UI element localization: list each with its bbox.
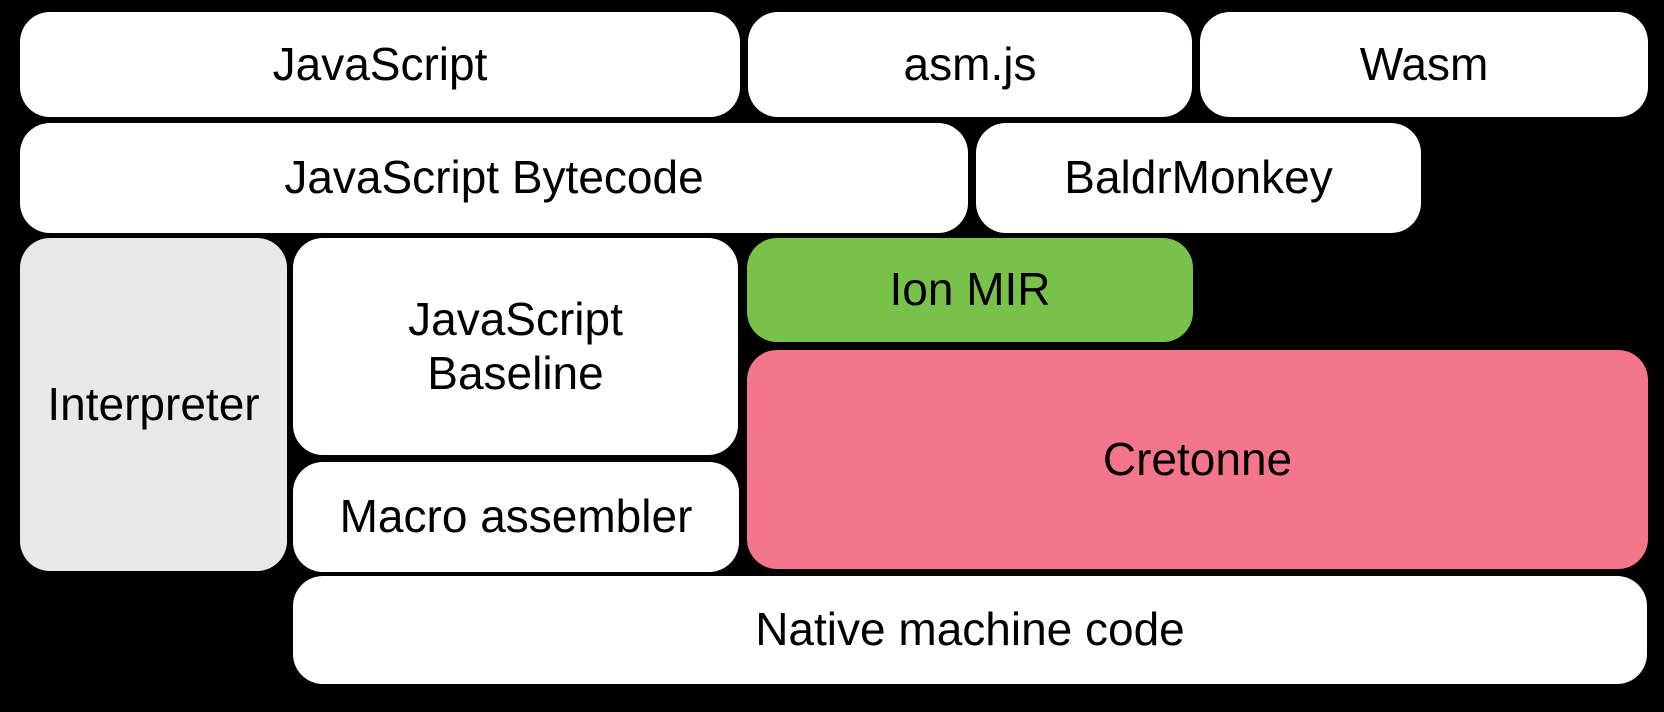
box-javascript-baseline: JavaScript Baseline (293, 238, 738, 455)
box-native-machine-code: Native machine code (293, 576, 1647, 684)
box-baldrmonkey: BaldrMonkey (976, 123, 1421, 233)
box-asmjs: asm.js (748, 12, 1192, 117)
box-ion-mir: Ion MIR (747, 238, 1193, 342)
box-javascript-bytecode: JavaScript Bytecode (20, 123, 968, 233)
box-wasm: Wasm (1200, 12, 1648, 117)
box-javascript: JavaScript (20, 12, 740, 117)
box-macro-assembler: Macro assembler (293, 462, 739, 572)
box-interpreter: Interpreter (20, 238, 287, 571)
box-cretonne: Cretonne (747, 350, 1648, 569)
